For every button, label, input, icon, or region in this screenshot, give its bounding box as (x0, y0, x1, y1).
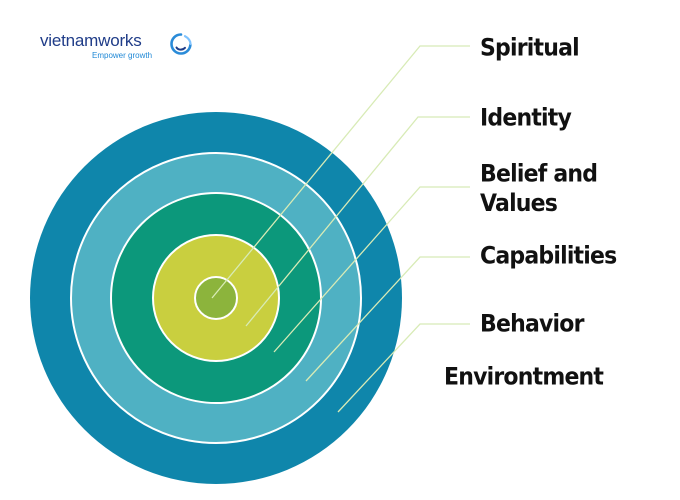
logo-wordmark: vietnamworks (40, 31, 142, 50)
connector-spiritual (211, 45, 470, 299)
label-identity: Identity (480, 105, 572, 133)
ring-spiritual (194, 276, 238, 320)
connector-capabilities (305, 256, 470, 382)
label-behavior: Behavior (480, 311, 584, 339)
label-capabilities: Capabilities (480, 243, 617, 271)
label-environment: Environtment (444, 364, 604, 392)
connector-belief (273, 186, 470, 353)
swirl-logo-icon (170, 33, 192, 55)
vietnamworks-logo: vietnamworks Empower growth (40, 31, 200, 67)
connector-identity (245, 116, 470, 327)
label-belief-and-values: Belief and Values (480, 161, 598, 218)
connector-behavior (337, 323, 470, 413)
logo-tagline: Empower growth (92, 51, 153, 60)
label-spiritual: Spiritual (480, 35, 580, 63)
